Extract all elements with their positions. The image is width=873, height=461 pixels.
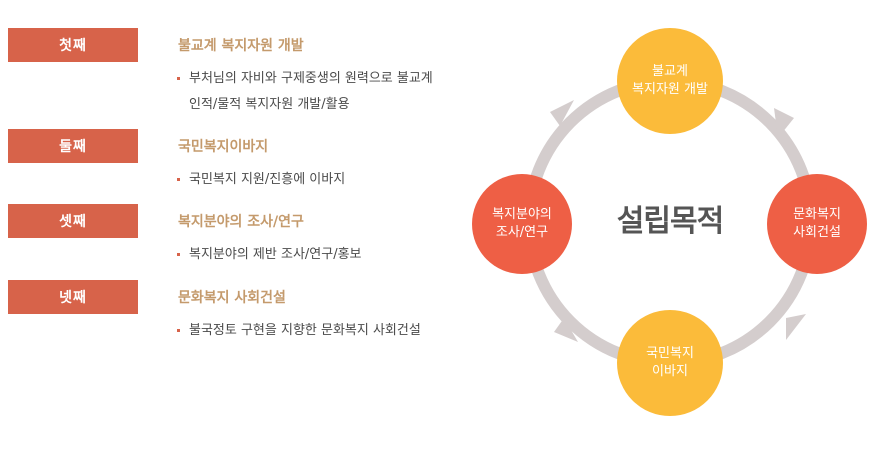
- cycle-center-title: 설립목적: [616, 204, 724, 239]
- cycle-node-label: 복지분야의 조사/연구: [492, 207, 552, 240]
- cycle-node-label: 국민복지 이바지: [646, 346, 694, 379]
- purpose-badge: 첫째: [8, 28, 138, 62]
- cycle-node-top: 불교계 복지자원 개발: [617, 28, 723, 134]
- purpose-title: 국민복지이바지: [178, 139, 269, 155]
- purpose-description: 국민복지 지원/진흥에 이바지: [177, 167, 439, 193]
- purpose-badge: 넷째: [8, 280, 138, 314]
- arrow-icon: [554, 318, 578, 342]
- arrow-icon: [774, 108, 794, 138]
- purpose-title: 불교계 복지자원 개발: [178, 38, 304, 54]
- purpose-list: 첫째 불교계 복지자원 개발 부처님의 자비와 구제중생의 원력으로 불교계 인…: [8, 28, 439, 344]
- purpose-badge: 둘째: [8, 129, 138, 163]
- purpose-description: 부처님의 자비와 구제중생의 원력으로 불교계 인적/물적 복지자원 개발/활용: [177, 66, 439, 118]
- purpose-title: 문화복지 사회건설: [178, 290, 286, 306]
- cycle-node-right: 문화복지 사회건설: [767, 174, 867, 274]
- purpose-description: 불국정토 구현을 지향한 문화복지 사회건설: [177, 318, 439, 344]
- arrow-icon: [550, 100, 574, 126]
- cycle-diagram: 불교계 복지자원 개발 문화복지 사회건설 국민복지 이바지 복지분야의 조사/…: [460, 0, 873, 461]
- cycle-node-left: 복지분야의 조사/연구: [472, 174, 572, 274]
- purpose-description: 복지분야의 제반 조사/연구/홍보: [177, 242, 439, 268]
- arrow-icon: [786, 314, 806, 340]
- cycle-node-label: 불교계 복지자원 개발: [632, 64, 708, 97]
- cycle-node-label: 문화복지 사회건설: [793, 207, 841, 240]
- cycle-node-bottom: 국민복지 이바지: [617, 310, 723, 416]
- purpose-title: 복지분야의 조사/연구: [178, 214, 304, 230]
- purpose-badge: 셋째: [8, 204, 138, 238]
